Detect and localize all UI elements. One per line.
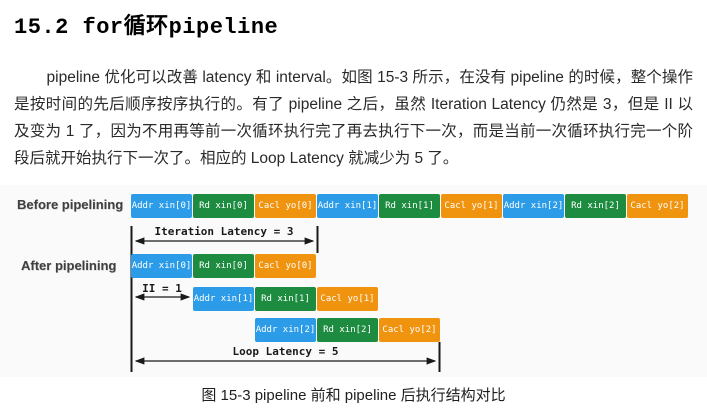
stage-block-rd: Rd xin[1] (255, 287, 316, 311)
stage-block-cacl: Cacl yo[0] (255, 194, 316, 218)
figure-caption: 图 15-3 pipeline 前和 pipeline 后执行结构对比 (201, 387, 506, 404)
stage-block-rd: Rd xin[2] (565, 194, 626, 218)
stage-block-addr: Addr xin[2] (255, 318, 316, 342)
after-row-1: Addr xin[1]Rd xin[1]Cacl yo[1] (193, 287, 378, 311)
loop-latency-annotation: Loop Latency = 5 (232, 345, 339, 358)
iteration-latency-annotation: Iteration Latency = 3 (154, 225, 294, 238)
after-row-2: Addr xin[2]Rd xin[2]Cacl yo[2] (255, 318, 440, 342)
pipeline-figure: Before pipelining Addr xin[0]Rd xin[0]Ca… (0, 185, 707, 377)
stage-block-addr: Addr xin[1] (193, 287, 254, 311)
section-heading: 15.2 for循环pipeline (14, 15, 279, 40)
before-row: Addr xin[0]Rd xin[0]Cacl yo[0]Addr xin[1… (131, 194, 688, 218)
after-pipelining-label: After pipelining (21, 258, 117, 273)
stage-block-rd: Rd xin[2] (317, 318, 378, 342)
stage-block-rd: Rd xin[0] (193, 194, 254, 218)
stage-block-cacl: Cacl yo[2] (627, 194, 688, 218)
before-pipelining-label: Before pipelining (17, 197, 124, 212)
stage-block-cacl: Cacl yo[0] (255, 254, 316, 278)
stage-block-addr: Addr xin[2] (503, 194, 564, 218)
ii-annotation: II = 1 (142, 282, 182, 295)
body-paragraph: pipeline 优化可以改善 latency 和 interval。如图 15… (14, 69, 693, 167)
stage-block-cacl: Cacl yo[1] (441, 194, 502, 218)
after-row-0: Addr xin[0]Rd xin[0]Cacl yo[0] (131, 254, 316, 278)
stage-block-addr: Addr xin[0] (131, 194, 192, 218)
stage-block-rd: Rd xin[0] (193, 254, 254, 278)
stage-block-rd: Rd xin[1] (379, 194, 440, 218)
stage-block-addr: Addr xin[1] (317, 194, 378, 218)
stage-block-cacl: Cacl yo[2] (379, 318, 440, 342)
stage-block-addr: Addr xin[0] (131, 254, 192, 278)
stage-block-cacl: Cacl yo[1] (317, 287, 378, 311)
